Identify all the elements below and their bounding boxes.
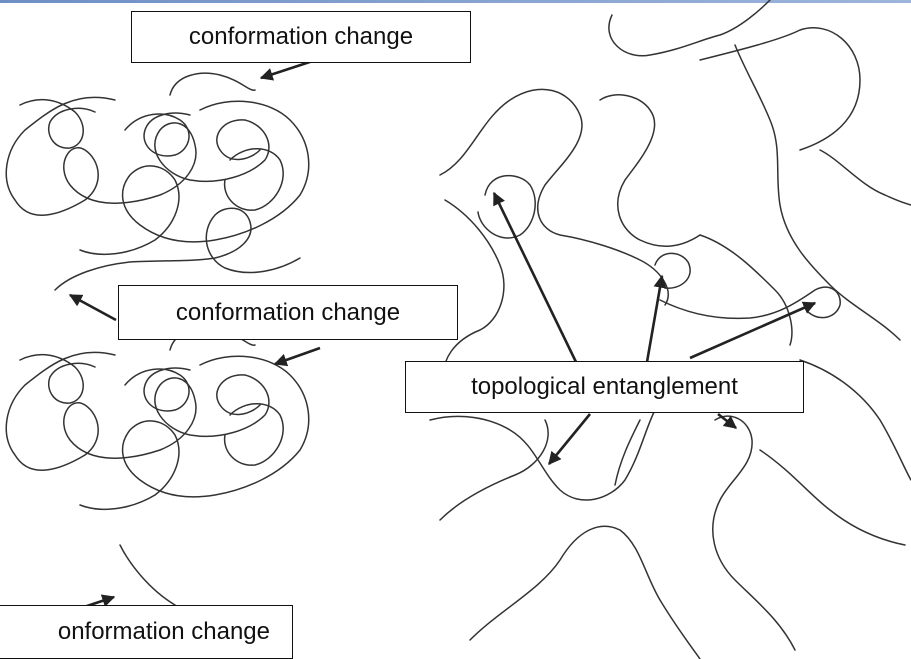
entanglement-arrow-1 bbox=[494, 193, 576, 362]
entanglement-arrow-4 bbox=[549, 414, 590, 464]
coiled-chain-top bbox=[6, 73, 308, 290]
arrow-middle-label-to-coil bbox=[275, 348, 320, 364]
entangled-network bbox=[430, 0, 911, 659]
topological-entanglement-label: topological entanglement bbox=[405, 361, 804, 413]
arrow-middle-label-left bbox=[70, 295, 116, 320]
conformation-change-label-bottom: onformation change bbox=[0, 605, 293, 659]
conformation-change-label-top: conformation change bbox=[131, 11, 471, 63]
entanglement-arrow-3 bbox=[690, 303, 815, 358]
entanglement-arrow-2 bbox=[647, 276, 662, 362]
conformation-change-label-middle: conformation change bbox=[118, 285, 458, 340]
coiled-chain-bottom bbox=[6, 328, 308, 605]
